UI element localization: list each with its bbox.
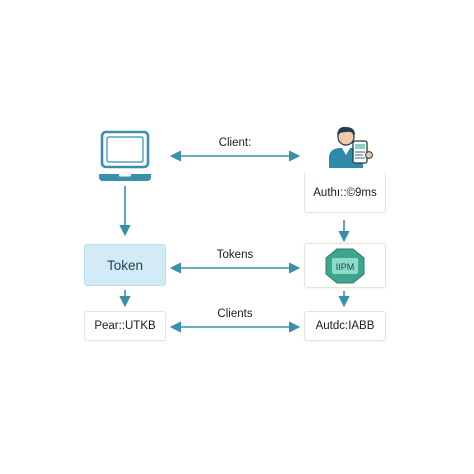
autdc-box: Autdc:IABB bbox=[304, 311, 386, 341]
octagon-badge-icon: IIPM bbox=[325, 248, 365, 283]
badge-box: IIPM bbox=[304, 243, 386, 288]
pear-box: Pear::UTKB bbox=[84, 311, 166, 341]
token-box: Token bbox=[84, 244, 166, 286]
badge-label: IIPM bbox=[336, 262, 355, 272]
label-tokens: Tokens bbox=[216, 249, 254, 261]
token-box-label: Token bbox=[106, 257, 144, 273]
label-clients: Clients bbox=[217, 308, 253, 320]
pear-box-label: Pear::UTKB bbox=[94, 320, 156, 332]
user-with-phone-icon bbox=[329, 126, 373, 168]
auth-box-label: Authı::©9ms bbox=[313, 186, 377, 199]
autdc-box-label: Autdc:IABB bbox=[315, 320, 375, 332]
label-client: Client: bbox=[218, 137, 252, 149]
auth-box: Authı::©9ms bbox=[304, 173, 386, 213]
laptop-icon bbox=[99, 130, 151, 181]
